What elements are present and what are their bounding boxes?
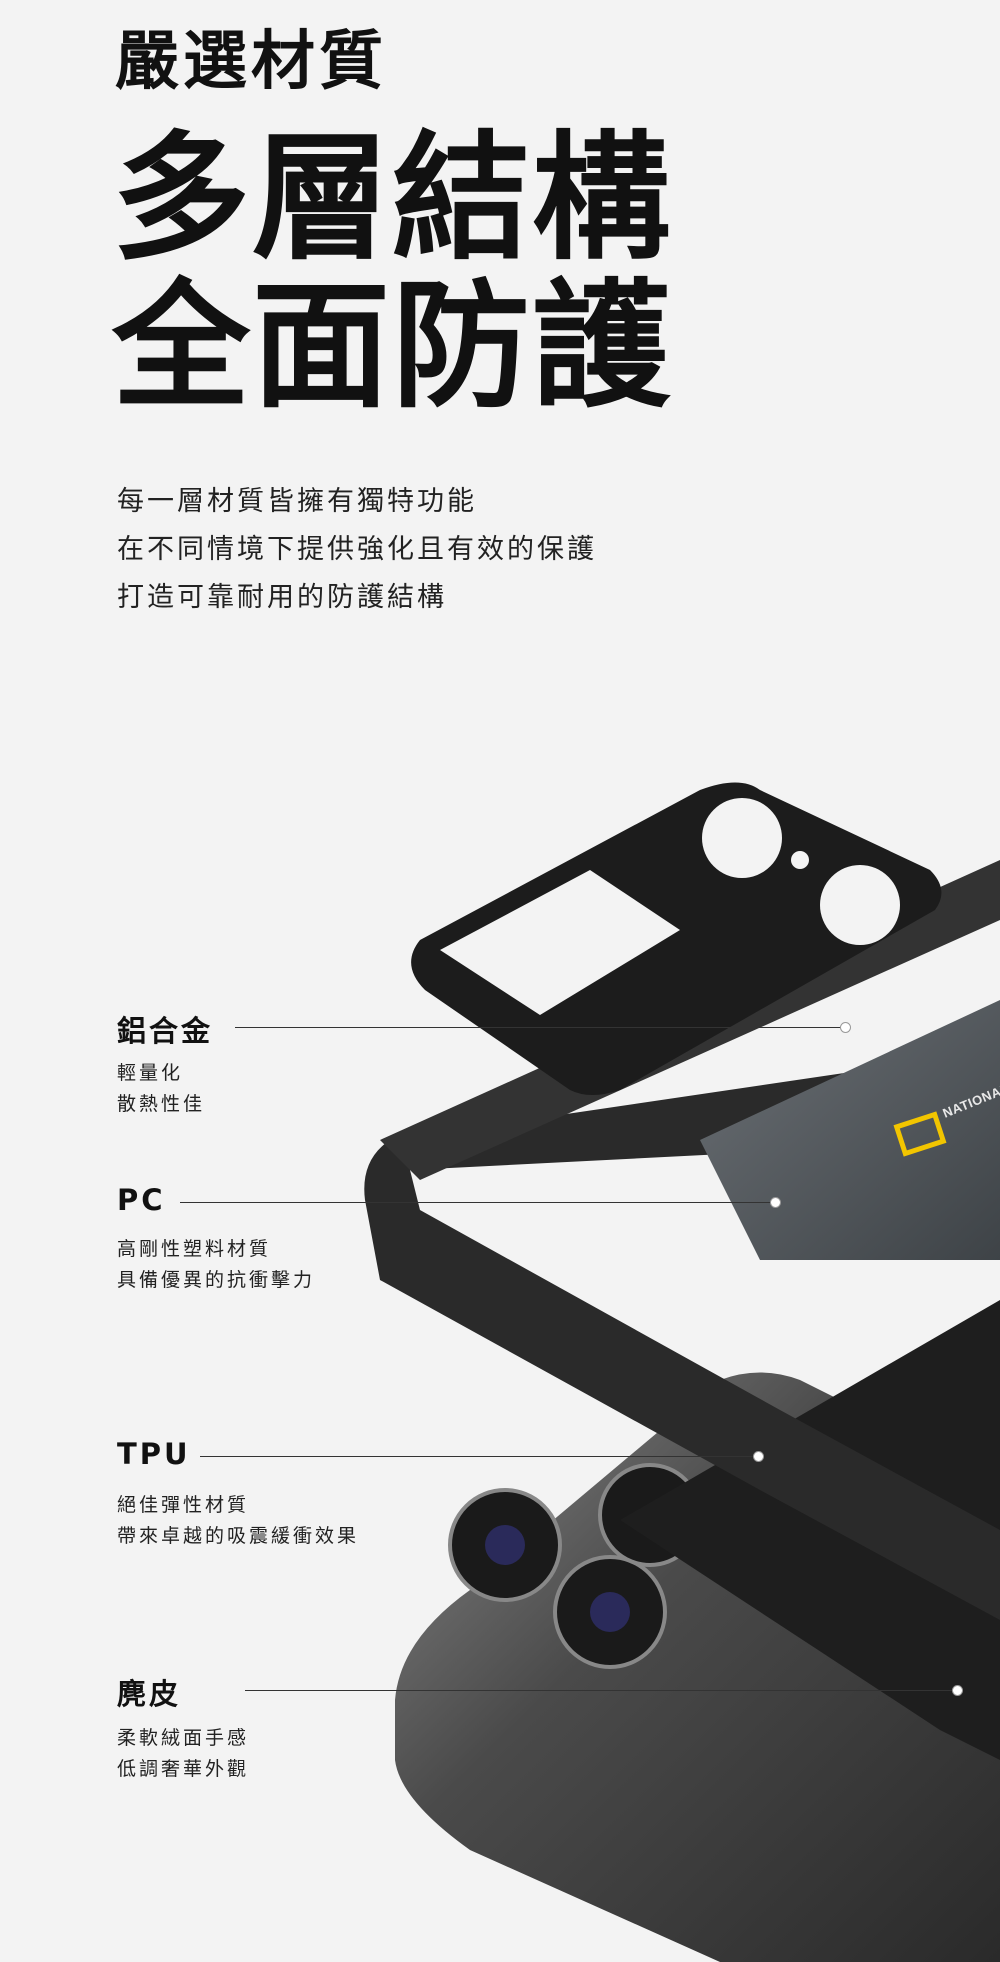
layer-desc-aluminum: 輕量化 散熱性佳 [117,1058,205,1120]
desc-line: 帶來卓越的吸震緩衝效果 [117,1525,360,1547]
desc-line: 高剛性塑料材質 [117,1238,272,1260]
desc-line: 輕量化 [117,1062,184,1084]
callout-line [235,1027,845,1028]
callout-line [200,1456,758,1457]
desc-line: 低調奢華外觀 [117,1758,250,1780]
callout-dot [952,1685,963,1696]
hero-title-line1: 多層結構 [112,118,673,279]
intro-line: 每一層材質皆擁有獨特功能 [117,486,477,517]
layer-title-aluminum: 鋁合金 [117,1014,214,1048]
callout-line [180,1202,775,1203]
intro-line: 打造可靠耐用的防護結構 [117,582,447,613]
suede-layer [620,1300,1000,1760]
callout-dot [770,1197,781,1208]
layer-title-tpu: TPU [117,1437,191,1471]
intro-line: 在不同情境下提供強化且有效的保護 [117,534,597,565]
layer-title-suede: 麂皮 [117,1677,182,1711]
tpu-pc-frame [364,1050,1000,1620]
hero-title-line2: 全面防護 [112,266,673,427]
layer-desc-tpu: 絕佳彈性材質 帶來卓越的吸震緩衝效果 [117,1490,359,1552]
layer-desc-pc: 高剛性塑料材質 具備優異的抗衝擊力 [117,1234,315,1296]
desc-line: 具備優異的抗衝擊力 [117,1269,316,1291]
intro-paragraph: 每一層材質皆擁有獨特功能 在不同情境下提供強化且有效的保護 打造可靠耐用的防護結… [117,478,597,622]
aluminum-plate [700,1000,1000,1260]
layer-desc-suede: 柔軟絨面手感 低調奢華外觀 [117,1723,249,1785]
section-eyebrow: 嚴選材質 [115,25,387,99]
callout-line [245,1690,957,1691]
callout-dot [753,1451,764,1462]
brand-logo-mark [893,1111,947,1157]
desc-line: 絕佳彈性材質 [117,1494,250,1516]
layer-title-pc: PC [117,1183,166,1217]
desc-line: 散熱性佳 [117,1093,206,1115]
desc-line: 柔軟絨面手感 [117,1727,250,1749]
callout-dot [840,1022,851,1033]
